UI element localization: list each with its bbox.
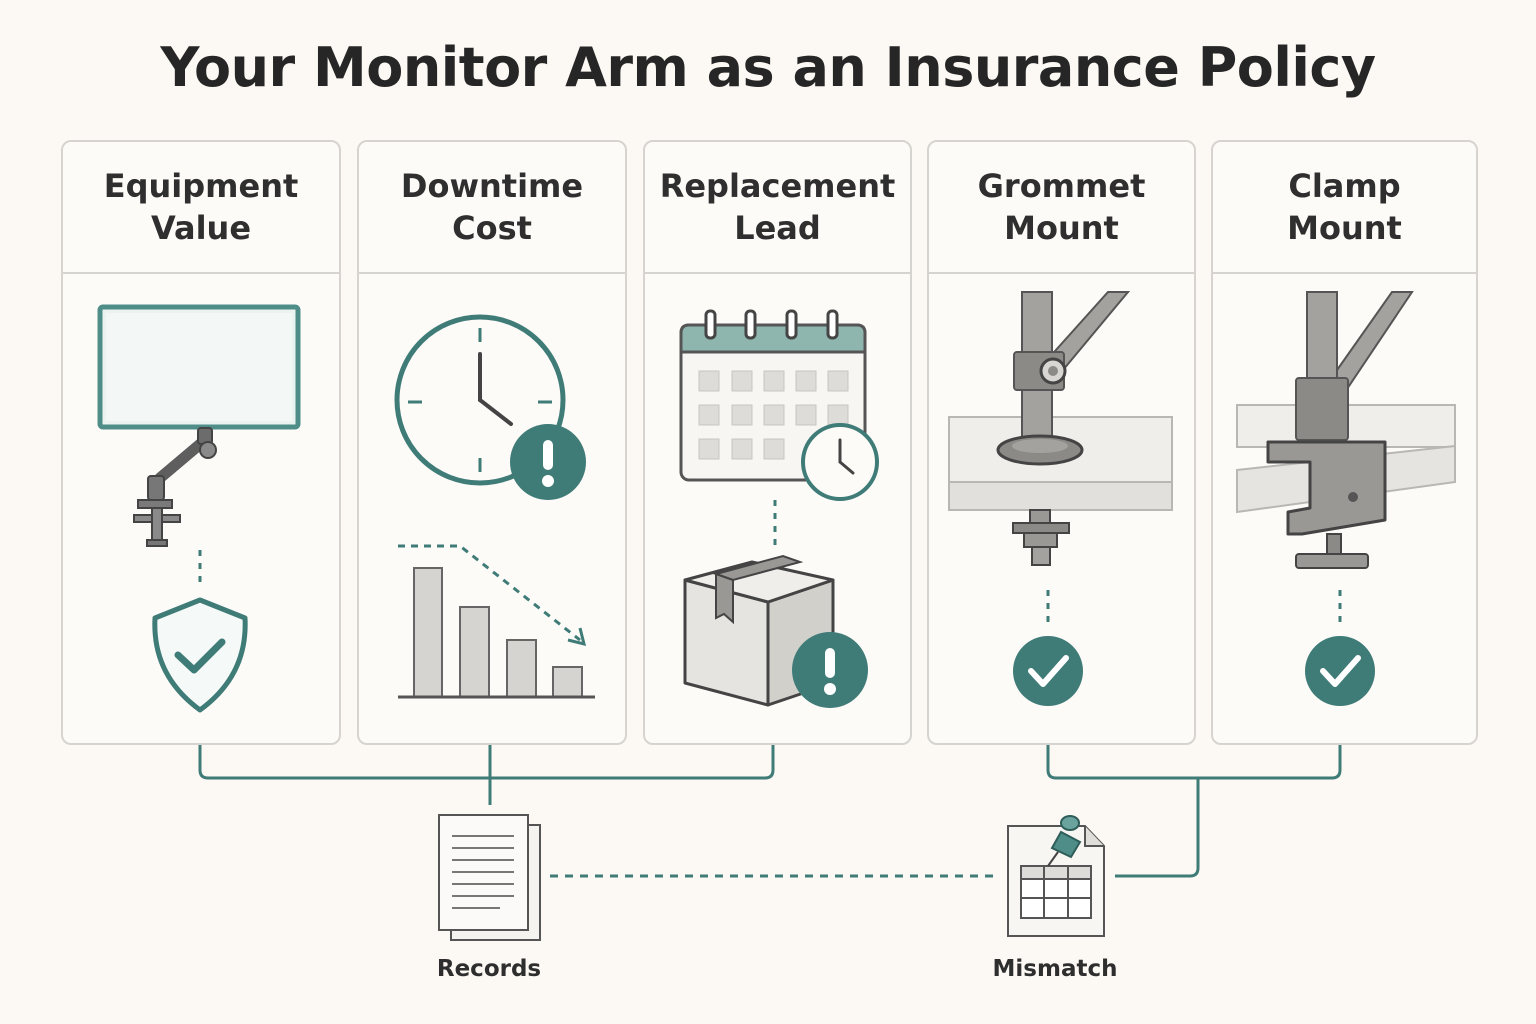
card-header: Replacement Lead	[645, 142, 910, 274]
check-circle-icon	[1305, 636, 1375, 706]
card-header: Equipment Value	[63, 142, 339, 274]
clamp-mount-icon	[1236, 291, 1456, 569]
documents-icon	[438, 814, 541, 941]
monitor-arm-icon	[97, 304, 301, 547]
card-title-line2: Mount	[1004, 209, 1119, 247]
card-header: Clamp Mount	[1213, 142, 1476, 274]
check-circle-icon	[1013, 636, 1083, 706]
page-title: Your Monitor Arm as an Insurance Policy	[160, 36, 1376, 99]
card-title-line2: Lead	[734, 209, 821, 247]
clock-icon	[801, 423, 879, 501]
connector-lines	[198, 745, 1342, 878]
card-title-line2: Cost	[452, 209, 532, 247]
card-title-line1: Downtime	[400, 167, 584, 205]
declining-bar-chart-icon	[398, 544, 595, 699]
card-title-line2: Mount	[1287, 209, 1402, 247]
alert-icon	[510, 424, 586, 500]
grommet-mount-icon	[948, 291, 1173, 566]
card-header: Grommet Mount	[929, 142, 1194, 274]
card-title-line1: Equipment	[103, 167, 299, 205]
mismatch-label: Mismatch	[992, 956, 1118, 982]
alert-icon	[792, 632, 868, 708]
card-title-line1: Replacement	[659, 167, 896, 205]
card-title-line2: Value	[150, 209, 252, 247]
pinned-spreadsheet-icon	[1007, 815, 1105, 937]
records-label: Records	[436, 956, 542, 982]
shield-check-icon	[152, 597, 248, 713]
card-header: Downtime Cost	[359, 142, 625, 274]
card-title-line1: Grommet	[977, 167, 1146, 205]
card-title-line1: Clamp	[1288, 167, 1401, 205]
